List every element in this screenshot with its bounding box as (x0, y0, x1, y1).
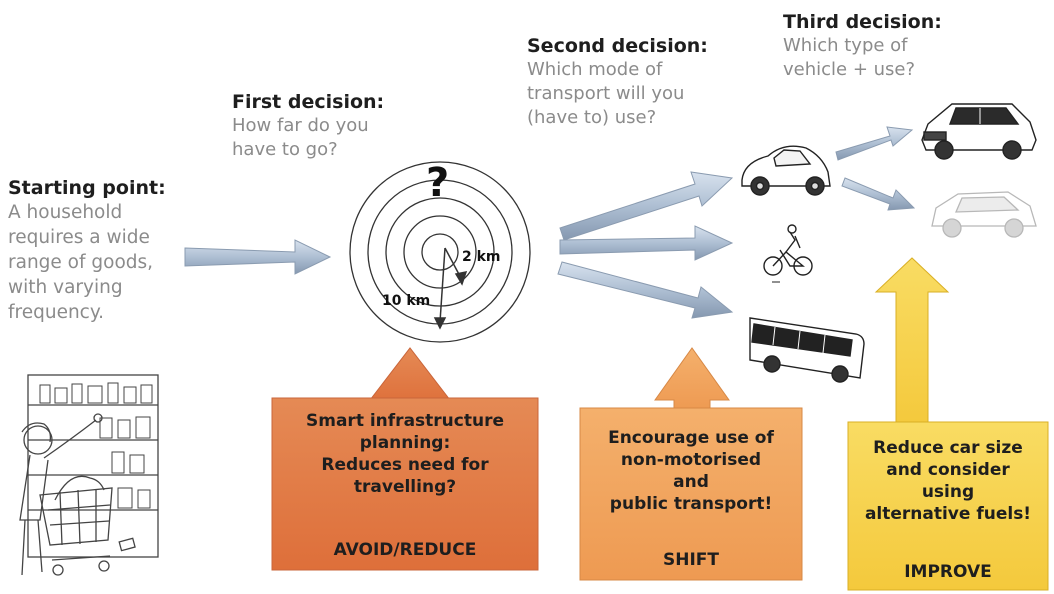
avoid-box-text: Smart infrastructure planning: Reduces n… (306, 411, 504, 497)
avoid-tag: AVOID/REDUCE (333, 540, 477, 560)
arrow-to-small-car (841, 177, 916, 211)
arrow-to-bicycle (559, 225, 734, 261)
starting-point-text: A household requires a wide range of goo… (8, 202, 154, 323)
radius-arrows (433, 247, 468, 330)
bicycle-icon (763, 224, 813, 283)
first-decision-text: How far do you have to go? (232, 115, 369, 160)
avoid-box-bg (271, 397, 539, 571)
shopper-illustration (19, 374, 159, 576)
shift-box-bg (579, 407, 803, 581)
shift-arrow (654, 347, 730, 411)
second-decision-heading: Second decision: (527, 35, 708, 57)
arrow-start-to-first (184, 239, 332, 275)
first-decision-heading: First decision: (232, 91, 385, 113)
avoid-arrow (368, 347, 452, 406)
car-icon (741, 145, 831, 196)
question-mark: ? (426, 160, 450, 206)
arrow-to-bus (557, 261, 734, 319)
arrow-to-car (559, 171, 734, 241)
shift-tag: SHIFT (662, 550, 719, 570)
improve-tag: IMPROVE (904, 562, 992, 582)
second-decision-text: Which mode of transport will you (have t… (527, 59, 685, 128)
small-car-icon (931, 191, 1037, 238)
third-decision-heading: Third decision: (783, 11, 942, 33)
shift-box-text: Encourage use of non-motorised and publi… (608, 428, 774, 514)
arrow-to-suv (835, 126, 914, 161)
inner-distance-label: 2 km (462, 249, 501, 265)
improve-box-bg (847, 421, 1049, 591)
starting-point-heading: Starting point: (8, 177, 166, 199)
improve-box-text: Reduce car size and consider using alter… (864, 438, 1032, 524)
distance-circles (349, 161, 531, 343)
bus-icon (749, 317, 865, 383)
third-decision-text: Which type of vehicle + use? (783, 35, 916, 80)
improve-arrow (874, 257, 950, 426)
suv-icon (921, 103, 1037, 160)
outer-distance-label: 10 km (382, 293, 431, 309)
